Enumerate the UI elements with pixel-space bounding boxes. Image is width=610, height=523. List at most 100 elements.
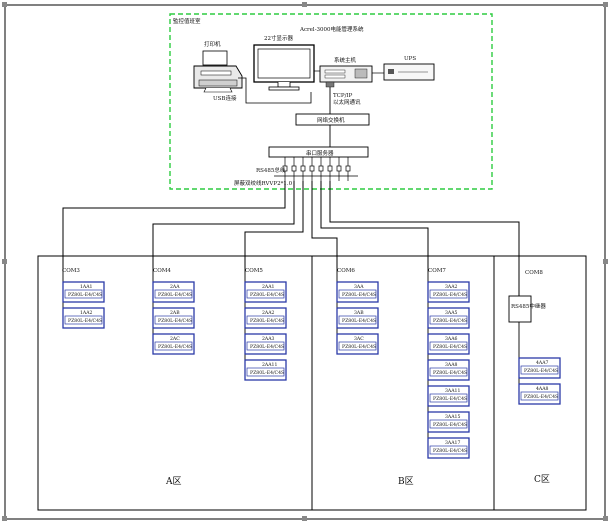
handle-bottom-center[interactable]: [302, 516, 307, 521]
device-model: PZ80L-E4/C4S: [250, 344, 284, 350]
handle-top-center[interactable]: [302, 2, 307, 7]
device-tag: 2AC: [170, 336, 180, 342]
handle-mid-left[interactable]: [2, 259, 7, 264]
device-model-frame: [429, 419, 468, 429]
device-model-frame: [520, 391, 559, 401]
monitor-room: 監控值班室 Acrel-3000电能管理系统 打印机 USB连接 22寸显示器: [169, 13, 493, 190]
field-zones: [37, 255, 587, 511]
device-tag: 1AA2: [80, 310, 93, 316]
device-model-frame: [154, 289, 193, 299]
device-model-frame: [64, 315, 103, 325]
usb-link-label: USB连接: [213, 94, 237, 102]
device-box[interactable]: 2AA PZ80L-E4/C4S: [152, 281, 195, 303]
device-model: PZ80L-E4/C4S: [158, 292, 192, 298]
device-tag: 4AA7: [536, 360, 549, 366]
bus-device-layer: 1AA1PZ80L-E4/C4S1AA2PZ80L-E4/C4S2AAPZ80L…: [62, 268, 561, 459]
device-tag: 2AA11: [262, 362, 277, 368]
device-tag: 2AA1: [262, 284, 275, 290]
bus-label-com4: COM4: [153, 268, 171, 274]
device-tag: 3AA2: [445, 284, 458, 290]
handle-top-left[interactable]: [2, 2, 7, 7]
device-model: PZ80L-E4/C4S: [158, 318, 192, 324]
device-model-frame: [338, 289, 377, 299]
system-title: Acrel-3000电能管理系统: [299, 25, 364, 33]
ups-label: UPS: [404, 56, 416, 62]
bus-label-com6: COM6: [337, 268, 355, 274]
device-tag: 3AA17: [445, 440, 460, 446]
device-tag: 2AA3: [262, 336, 275, 342]
printer-label: 打印机: [204, 40, 221, 48]
handle-top-right[interactable]: [603, 2, 608, 7]
device-box[interactable]: 3AC PZ80L-E4/C4S: [336, 333, 379, 355]
device-tag: 3AA11: [445, 388, 460, 394]
trunk-com3: [62, 181, 286, 268]
ups-icon: [383, 63, 435, 81]
bus-label-com3: COM3: [62, 268, 80, 274]
device-model: PZ80L-E4/C4S: [158, 344, 192, 350]
device-model-frame: [429, 445, 468, 455]
device-box[interactable]: 2AB PZ80L-E4/C4S: [152, 307, 195, 329]
bus-label-com5: COM5: [245, 268, 263, 274]
host-label: 系统主机: [334, 56, 357, 64]
device-tag: 2AA: [170, 284, 180, 290]
device-model: PZ80L-E4/C4S: [68, 292, 102, 298]
device-model: PZ80L-E4/C4S: [342, 344, 376, 350]
device-model: PZ80L-E4/C4S: [250, 292, 284, 298]
device-tag: 4AA8: [536, 386, 549, 392]
display-label: 22寸显示器: [264, 34, 293, 42]
device-model: PZ80L-E4/C4S: [433, 422, 467, 428]
device-model-frame: [154, 341, 193, 351]
device-model-frame: [246, 289, 285, 299]
device-tag: 3AA6: [445, 336, 458, 342]
tcpip-label: TCP/IP: [333, 93, 353, 99]
device-model: PZ80L-E4/C4S: [433, 396, 467, 402]
monitor-room-frame: [169, 13, 493, 190]
device-model-frame: [246, 341, 285, 351]
device-tag: 3AA8: [445, 362, 458, 368]
device-model: PZ80L-E4/C4S: [433, 292, 467, 298]
device-tag: 3AC: [354, 336, 364, 342]
device-tag: 1AA1: [80, 284, 93, 290]
network-switch-label: 网络交换机: [317, 116, 345, 124]
device-model: PZ80L-E4/C4S: [68, 318, 102, 324]
device-model: PZ80L-E4/C4S: [342, 318, 376, 324]
handle-mid-right[interactable]: [603, 259, 608, 264]
device-model-frame: [429, 289, 468, 299]
device-model-frame: [246, 367, 285, 377]
device-model: PZ80L-E4/C4S: [433, 448, 467, 454]
device-tag: 3AA5: [445, 310, 458, 316]
device-box[interactable]: 2AC PZ80L-E4/C4S: [152, 333, 195, 355]
bus-label-com8: COM8: [525, 270, 543, 276]
device-model: PZ80L-E4/C4S: [524, 368, 558, 374]
device-tag: 2AB: [170, 310, 180, 316]
bus-label-com7: COM7: [428, 268, 446, 274]
handle-bottom-left[interactable]: [2, 516, 7, 521]
network-switch: [295, 113, 370, 126]
monitor-room-title: 監控值班室: [173, 17, 201, 25]
device-model: PZ80L-E4/C4S: [433, 370, 467, 376]
printer-icon: [193, 50, 243, 93]
rs485-repeater: [508, 295, 532, 323]
handle-bottom-right[interactable]: [603, 516, 608, 521]
device-model-frame: [429, 315, 468, 325]
comm-server: [268, 146, 369, 158]
device-tag: 2AA2: [262, 310, 275, 316]
trunk-com5: [244, 181, 304, 268]
